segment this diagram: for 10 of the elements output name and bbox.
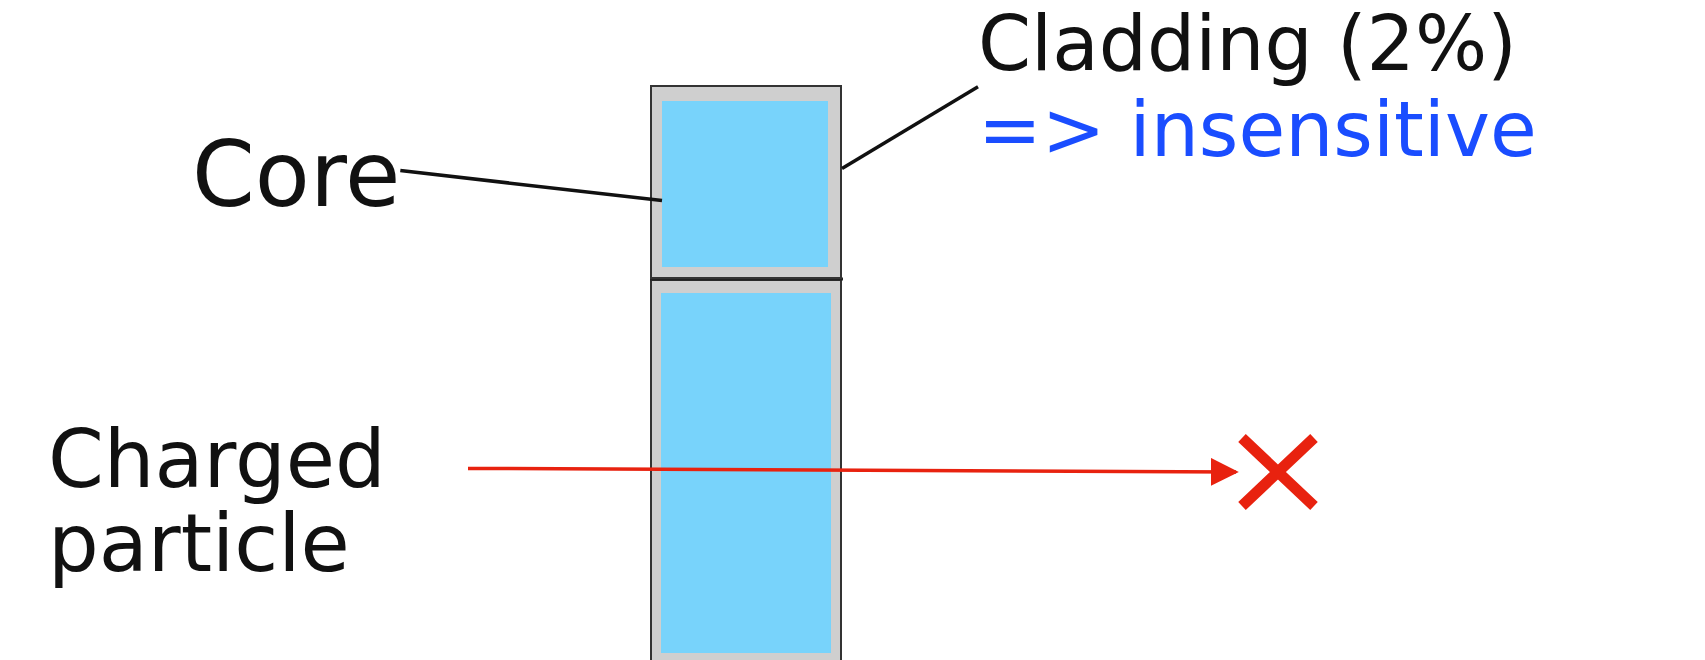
particle-arrow <box>468 457 1239 486</box>
fiber-cladding <box>650 85 842 279</box>
note-text: => insensitive <box>978 89 1537 170</box>
cross-mark <box>1236 432 1320 512</box>
fiber-core <box>662 101 828 267</box>
part-label: Core <box>192 128 401 223</box>
part-label: Charged particle <box>48 418 468 586</box>
leader-line <box>400 168 663 203</box>
leader-line <box>841 85 979 170</box>
part-label: Cladding (2%) <box>978 4 1518 84</box>
